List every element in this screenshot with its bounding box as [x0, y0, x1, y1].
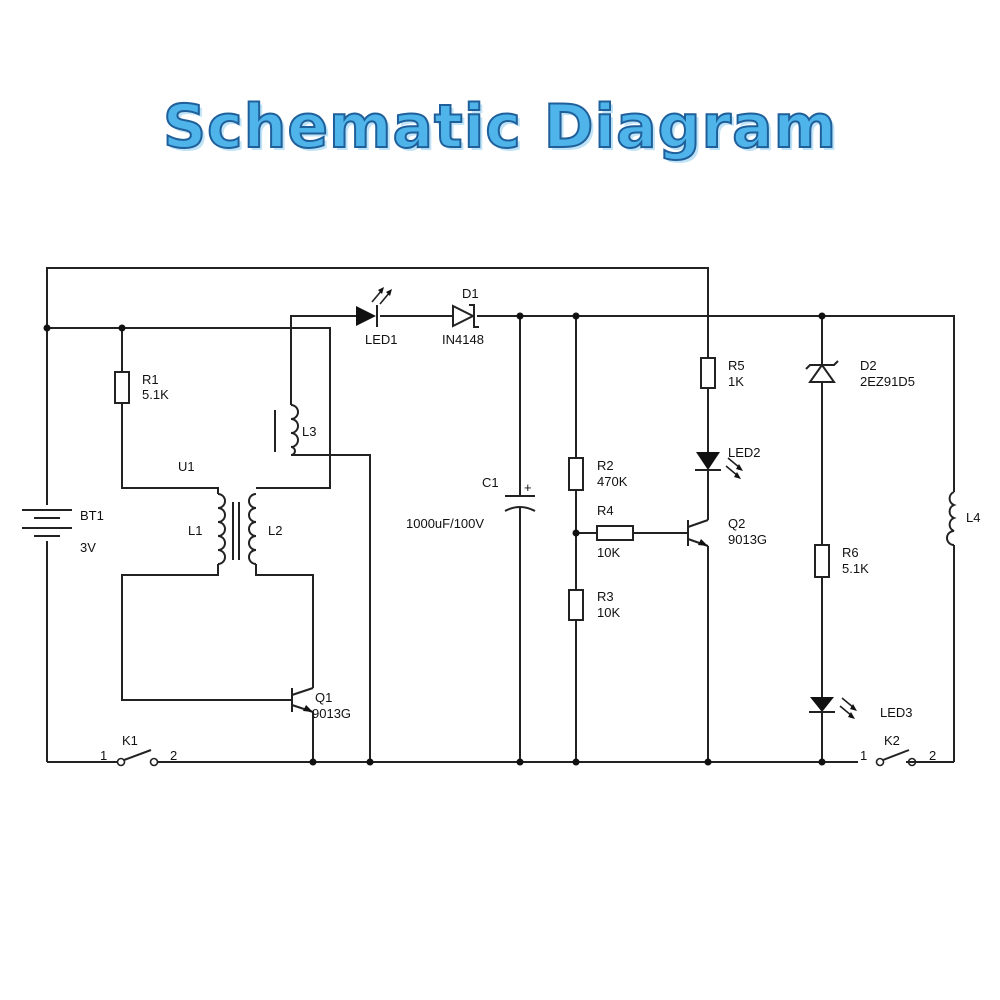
r1-label: R1	[142, 372, 159, 387]
resistor-r1	[114, 371, 130, 404]
battery-bt1	[20, 505, 76, 541]
inductor-l3	[274, 404, 299, 456]
q1-value: 9013G	[312, 706, 351, 721]
r2-value: 470K	[597, 474, 628, 489]
diode-d1	[452, 304, 479, 328]
d2-label: D2	[860, 358, 877, 373]
c1-label: C1	[482, 475, 499, 490]
inductor-l4	[946, 491, 957, 546]
capacitor-c1	[504, 495, 536, 512]
q2-label: Q2	[728, 516, 745, 531]
r5-value: 1K	[728, 374, 744, 389]
k1-pin2: 2	[170, 748, 177, 763]
led-led2	[695, 452, 743, 479]
r4-value: 10K	[597, 545, 620, 560]
q1-label: Q1	[315, 690, 332, 705]
d2-value: 2EZ91D5	[860, 374, 915, 389]
switch-k1	[116, 749, 159, 767]
r3-label: R3	[597, 589, 614, 604]
q2-value: 9013G	[728, 532, 767, 547]
d1-label: D1	[462, 286, 479, 301]
k2-pin2: 2	[929, 748, 936, 763]
u1-label: U1	[178, 459, 195, 474]
resistor-r4	[596, 525, 634, 541]
l2-label: L2	[268, 523, 282, 538]
k2-pin1: 1	[860, 748, 867, 763]
r2-label: R2	[597, 458, 614, 473]
transformer-u1	[217, 493, 257, 568]
r3-value: 10K	[597, 605, 620, 620]
led2-label: LED2	[728, 445, 761, 460]
c1-plus: +	[524, 480, 532, 495]
transistor-q2	[687, 519, 709, 547]
resistor-r5	[700, 357, 716, 389]
d1-value: IN4148	[442, 332, 484, 347]
switch-k2	[875, 749, 917, 767]
c1-value: 1000uF/100V	[406, 516, 484, 531]
led3-label: LED3	[880, 705, 913, 720]
transistor-q1	[291, 687, 314, 713]
resistor-r6	[814, 544, 830, 578]
wiring	[46, 267, 955, 763]
resistor-r2	[568, 457, 584, 491]
page-title: Schematic Diagram	[162, 91, 838, 163]
l1-label: L1	[188, 523, 202, 538]
bt1-value: 3V	[80, 540, 96, 555]
r6-value: 5.1K	[842, 561, 869, 576]
bt1-label: BT1	[80, 508, 104, 523]
k1-label: K1	[122, 733, 138, 748]
r5-label: R5	[728, 358, 745, 373]
l4-label: L4	[966, 510, 980, 525]
led-led3	[809, 697, 857, 719]
r6-label: R6	[842, 545, 859, 560]
k1-pin1: 1	[100, 748, 107, 763]
resistor-r3	[568, 589, 584, 621]
k2-label: K2	[884, 733, 900, 748]
r4-label: R4	[597, 503, 614, 518]
led-led1	[356, 287, 392, 327]
junction-dots	[43, 312, 826, 766]
zener-d2	[805, 360, 839, 383]
r1-value: 5.1K	[142, 387, 169, 402]
led1-label: LED1	[365, 332, 398, 347]
l3-label: L3	[302, 424, 316, 439]
